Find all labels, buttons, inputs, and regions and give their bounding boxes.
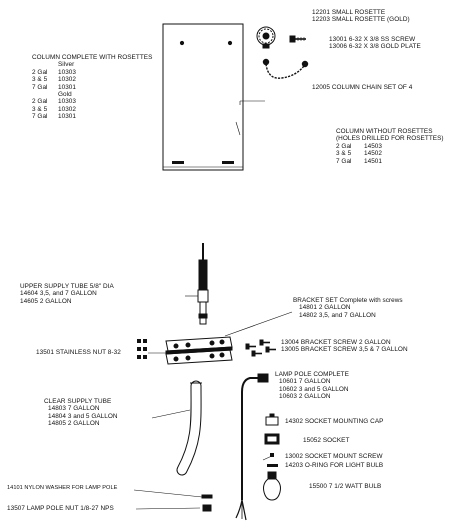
socket-icon <box>264 433 280 445</box>
oring-label: 14203 O-RING FOR LIGHT BULB <box>285 462 384 469</box>
stainless-nut-icon <box>137 339 147 359</box>
socket-mounting-cap-label: 14302 SOCKET MOUNTING CAP <box>285 418 384 425</box>
small-rosette-label: 12201 SMALL ROSETTE 12203 SMALL ROSETTE … <box>312 9 410 24</box>
stainless-nut-label: 13501 STAINLESS NUT 8-32 <box>36 349 121 356</box>
bulb-label: 15500 7 1/2 WATT BULB <box>309 483 382 490</box>
silver-heading: Silver <box>58 61 75 69</box>
socket-label: 15052 SOCKET <box>303 437 350 444</box>
light-bulb-icon <box>263 471 281 501</box>
upper-supply-tube-label: UPPER SUPPLY TUBE 5/8" DIA 14604 3,5, an… <box>20 283 114 305</box>
column-chain-icon <box>262 58 309 79</box>
gold-heading: Gold <box>58 90 72 98</box>
bracket-set-label: BRACKET SET Complete with screws 14801 2… <box>293 297 403 319</box>
lamp-pole-nut-icon <box>135 504 212 512</box>
leader-lines-top <box>235 100 265 136</box>
bracket-screw-label: 13004 BRACKET SCREW 2 GALLON 13005 BRACK… <box>281 339 408 354</box>
clear-supply-tube <box>176 380 202 476</box>
leader-lines-bottom <box>148 352 275 461</box>
bracket-screw-icon <box>245 339 276 357</box>
nylon-washer-icon <box>133 489 213 499</box>
socket-mount-screw-label: 13002 SOCKET MOUNT SCREW <box>285 453 383 460</box>
clear-supply-tube-label: CLEAR SUPPLY TUBE 14803 7 GALLON 14804 3… <box>44 398 118 428</box>
oring-icon <box>267 464 278 467</box>
lamp-pole-illustration <box>235 373 269 521</box>
socket-mounting-cap-icon <box>265 413 279 426</box>
column-chain-label: 12005 COLUMN CHAIN SET OF 4 <box>312 84 413 91</box>
column-with-rosettes-block: COLUMN COMPLETE WITH ROSETTES Silver 2 G… <box>32 54 152 121</box>
rosette-icon <box>256 26 276 49</box>
column-illustration <box>162 23 244 171</box>
socket-mount-screw-icon <box>270 453 274 457</box>
upper-supply-tube <box>185 243 209 325</box>
rosette-screw-label: 13001 6-32 X 3/8 SS SCREW 13006 6-32 X 3… <box>329 36 421 51</box>
nylon-washer-label: 14101 NYLON WASHER FOR LAMP POLE <box>7 485 118 491</box>
column-with-rosettes-heading: COLUMN COMPLETE WITH ROSETTES <box>32 54 153 61</box>
lamp-pole-label: LAMP POLE COMPLETE 10601 7 GALLON 10602 … <box>275 371 349 401</box>
lamp-pole-nut-label: 13507 LAMP POLE NUT 1/8-27 NPS <box>7 505 114 512</box>
column-without-rosettes-block: COLUMN WITHOUT ROSETTES (HOLES DRILLED F… <box>336 128 444 165</box>
rosette-screw-icon <box>289 35 306 43</box>
bracket-set-illustration <box>165 311 293 365</box>
